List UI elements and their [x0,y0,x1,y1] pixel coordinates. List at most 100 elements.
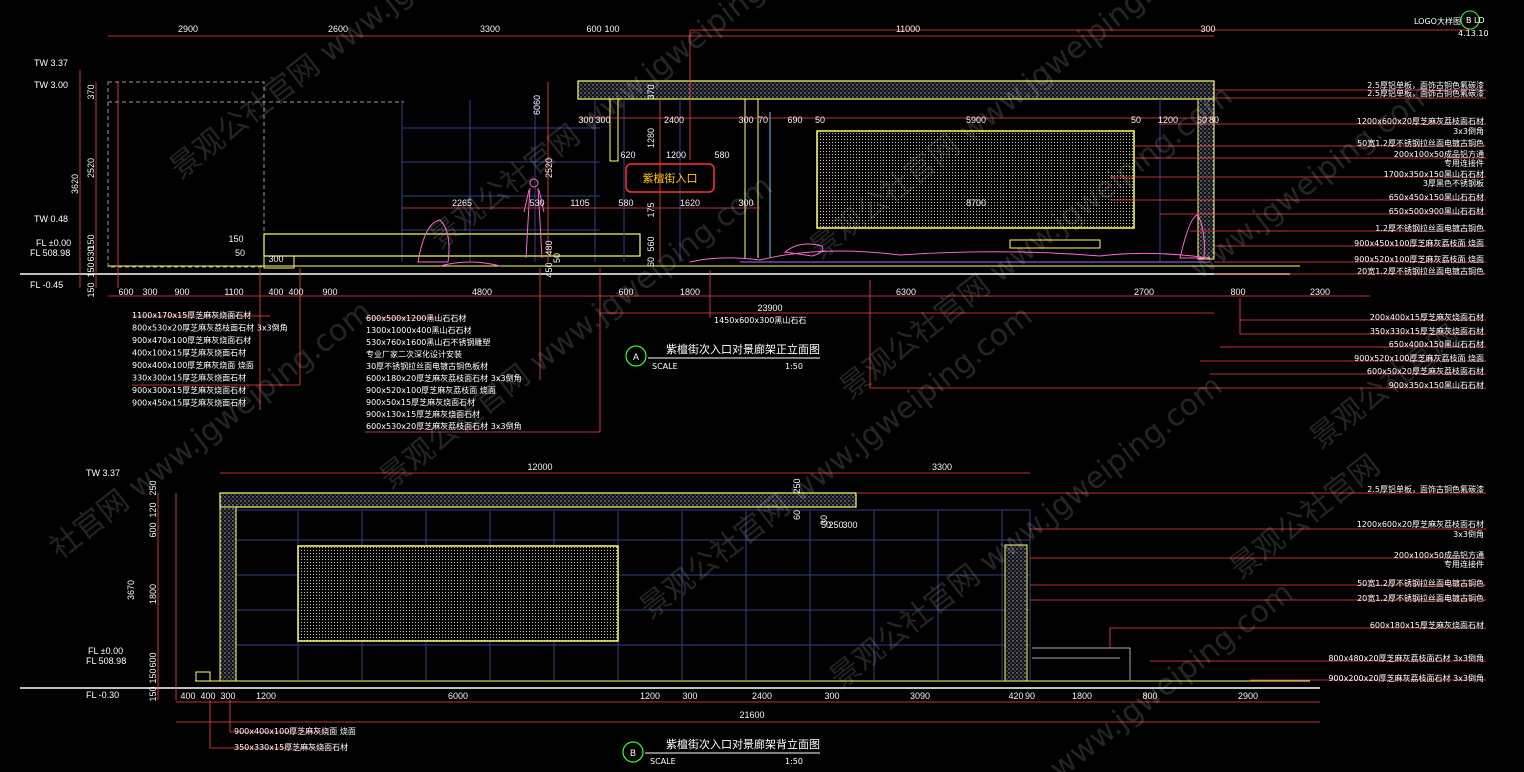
material-note: 800x480x20厚芝麻灰荔枝面石材 3x3倒角 [1328,653,1484,663]
dimension-label: 600 [586,24,601,34]
level-mark: FL -0.30 [86,690,119,700]
dimension-label: 23900 [757,303,782,313]
dimension-label: 30 [819,515,829,525]
dimension-label: 250 [792,478,802,493]
dimension-label: 300 [1200,24,1215,34]
material-note: 3厚黑色不锈钢板 [1423,178,1484,188]
dimension-label: 370 [646,84,656,99]
dimension-label: 560 [646,236,656,251]
material-note: 200x400x15厚芝麻灰烧面石材 [1370,312,1484,322]
material-note: 650x500x900黑山石石材 [1389,206,1484,216]
bottom-note: 1450x600x300黑山石石 [714,315,806,325]
dimension-label: 1800 [680,287,700,297]
dimension-label: 300 [682,691,697,701]
material-note: 900x470x100厚芝麻灰烧面石材 [132,335,251,345]
dimension-label: 2265 [452,198,472,208]
dimension-label: 2400 [752,691,772,701]
logo-ref-label: LOGO大样图 [1414,16,1461,26]
material-note: 900x50x15厚芝麻灰烧面石材 [366,397,475,407]
title-b-scale-label: SCALE [650,757,676,766]
dimension-label: 1200 [640,691,660,701]
title-b-scale: 1:50 [785,757,803,766]
dimension-label: 300 [842,520,857,530]
material-note: 400x100x15厚芝麻灰烧面石材 [132,348,246,358]
dimension-label: 60 [646,257,656,267]
grid-lines-a [401,100,600,262]
dimension-label: 150 [228,234,243,244]
logo-ref-sheet: 4.13.10 [1458,29,1489,38]
title-a: A 紫檀街次入口对景廊架正立面图 SCALE 1:50 [625,342,820,371]
dimension-label: 3090 [910,691,930,701]
material-note: 600x500x1200黑山石石材 [366,313,466,323]
dimension-label: 400 [180,691,195,701]
dimension-label: 580 [618,198,633,208]
title-b-bubble [622,741,644,763]
dimension-label: 60 [532,95,542,105]
title-b-letter: B [630,748,636,758]
title-a-scale-label: SCALE [652,362,678,371]
title-a-bubble [625,345,647,367]
dimension-label: 50 [821,520,831,530]
watermark-1: 景观公社官网 www.jgweiping.com [163,0,569,186]
material-note: 专业厂家二次深化设计安装 [366,349,462,359]
material-note: 2.5厚铝单板，面饰古铜色氟碳漆 [1367,484,1484,494]
dimension-label: 5900 [966,115,986,125]
dimension-label: 620 [620,150,635,160]
dimension-label: 8700 [966,198,986,208]
dimension-label: 300 [824,691,839,701]
dimension-label: 250 [828,520,843,530]
material-note: 900x400x100厚芝麻灰烧面 烧面 [234,726,356,736]
dimension-label: 420 [1008,691,1023,701]
material-note: 50宽1.2厚不锈钢拉丝面电镀古铜色 [1357,578,1484,588]
level-mark: FL ±0.00 [36,238,71,248]
dimension-label: 530 [529,198,544,208]
dimension-label: 2400 [664,115,684,125]
dimension-label: 100 [604,24,619,34]
material-note: 3x3倒角 [1453,529,1484,539]
level-mark: FL 508.98 [86,656,126,666]
dimension-label: 600 [118,287,133,297]
material-note: 600x180x20厚芝麻灰荔枝面石材 3x3倒角 [366,373,522,383]
dimension-label: 80 [1209,115,1219,125]
dimension-label: 50 [235,248,245,258]
material-note: 1200x600x20厚芝麻灰荔枝面石材 [1357,519,1484,529]
dimension-label: 6000 [448,691,468,701]
material-note: 350x330x15厚芝麻灰烧面石材 [1370,326,1484,336]
dimension-label: 600 [148,522,158,537]
material-note: 900x520x100厚芝麻灰荔枝面 烧面 [1354,254,1484,264]
material-note: 3x3倒角 [1453,126,1484,136]
dimension-label: 2520 [544,158,554,178]
dimension-label: 90 [1025,691,1035,701]
watermark-10: 社官网 www.jgweiping.com [43,294,378,566]
sign-text: 紫檀街入口 [643,171,698,185]
title-b: B 紫檀街次入口对景廊架背立面图 SCALE 1:50 [622,737,820,766]
dimension-label: 690 [787,115,802,125]
dimension-label: 1200 [256,691,276,701]
material-note: 650x400x150黑山石石材 [1389,339,1484,349]
dimension-label: 300 [738,198,753,208]
logo-ref-letter: B [1466,16,1472,25]
dimension-label: 2600 [328,24,348,34]
level-mark: TW 3.00 [34,80,68,90]
dimension-label: 300 [595,115,610,125]
material-note: 20宽1.2厚不锈钢拉丝面电镀古铜色 [1357,593,1484,603]
material-note: 200x100x50成品铝方通 [1394,149,1484,159]
material-note: 650x450x150黑山石石材 [1389,192,1484,202]
dimension-label: 900 [174,287,189,297]
dimension-label: 3300 [480,24,500,34]
title-a-scale: 1:50 [785,362,803,371]
material-note: 1.2厚不锈钢拉丝面电镀古铜色 [1375,223,1484,233]
material-note: 2.5厚铝单板，面饰古铜色氟碳漆 [1367,88,1484,98]
dimension-label: 3670 [126,580,136,600]
level-mark: TW 0.48 [34,214,68,224]
material-note: 30厚不锈钢拉丝面电镀古铜色板材 [366,361,488,371]
material-note: 专用连接件 [1444,559,1484,569]
watermark-9: 景观公社官网 [1223,448,1386,586]
dimension-label: 1800 [1072,691,1092,701]
material-note: 800x530x20厚芝麻灰荔枝面石材 3x3倒角 [132,323,288,333]
dimension-label: 1200 [666,150,686,160]
material-note: 900x350x150黑山石石材 [1389,380,1484,390]
dimension-label: 1620 [680,198,700,208]
material-note: 900x450x15厚芝麻灰烧面石材 [132,398,246,408]
